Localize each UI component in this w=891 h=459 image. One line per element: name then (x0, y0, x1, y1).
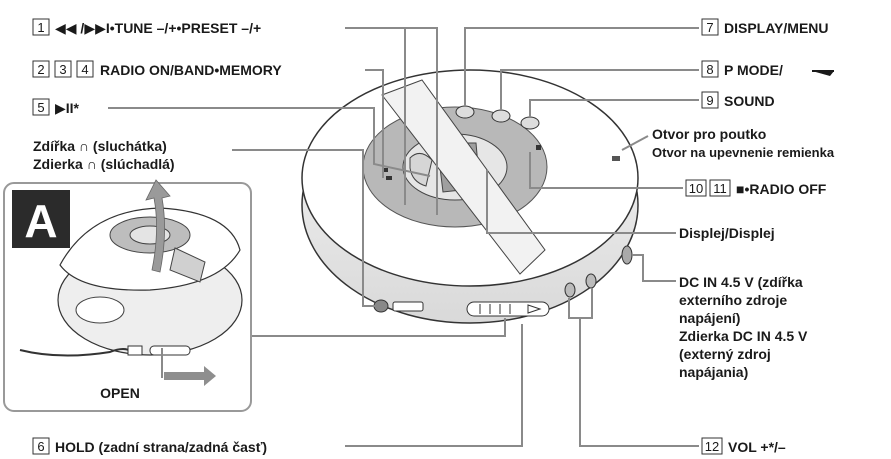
callout-6: 6 HOLD (zadní strana/zadná časť) (32, 437, 267, 455)
callout-9: 9 SOUND (701, 91, 775, 109)
leader-lines (108, 27, 699, 447)
headphone-label: Zdířka ∩ (sluchátka) Zdierka ∩ (slúchadl… (33, 138, 175, 172)
dc-in-jack (621, 245, 633, 265)
slide-arrow (164, 366, 216, 386)
callout-1-number: 1 (37, 20, 44, 35)
callout-5: 5 ▶II* (32, 98, 80, 116)
strap-label-sk: Otvor na upevnenie remienka (652, 145, 835, 160)
p-mode-button[interactable] (491, 109, 511, 123)
headphone-label-sk: Zdierka ∩ (slúchadlá) (33, 156, 175, 172)
repeat-icon (812, 70, 834, 76)
headphone-jack (373, 299, 389, 313)
inset-a: A OPEN (3, 179, 252, 412)
callout-1: 1 ◀◀ /▶▶I•TUNE –/+•PRESET –/+ (32, 18, 261, 36)
inset-letter-box (12, 190, 70, 248)
callout-10-text: ■•RADIO OFF (736, 181, 827, 197)
callout-2-text: RADIO ON/BAND•MEMORY (100, 62, 282, 78)
dc-in-line-2: externího zdroje (679, 292, 787, 308)
callout-10-11: 10 11 ■•RADIO OFF (685, 179, 827, 197)
callout-6-text: HOLD (zadní strana/zadná časť) (55, 439, 267, 455)
callout-5-number: 5 (37, 100, 44, 115)
callout-9-number: 9 (706, 93, 713, 108)
callout-2-3-4: 2 3 4 RADIO ON/BAND•MEMORY (32, 60, 282, 78)
strap-label: Otvor pro poutko Otvor na upevnenie remi… (652, 126, 835, 160)
callout-7: 7 DISPLAY/MENU (701, 18, 829, 36)
display-menu-button[interactable] (455, 105, 475, 119)
dc-in-line-1: DC IN 4.5 V (zdířka (679, 274, 803, 290)
callout-7-number: 7 (706, 20, 713, 35)
callout-3-number: 3 (59, 62, 66, 77)
dc-in-line-3: napájení) (679, 310, 740, 326)
display-label: Displej/Displej (679, 225, 775, 241)
callout-12-number: 12 (705, 439, 719, 454)
callout-12: 12 VOL +*/– (701, 437, 786, 455)
vol-plus-button[interactable] (564, 282, 576, 298)
dc-in-line-5: (externý zdroj (679, 346, 771, 362)
sound-button[interactable] (520, 116, 540, 130)
callout-8: 8 P MODE/ (701, 60, 834, 78)
callout-12-text: VOL +*/– (728, 439, 786, 455)
callout-2-number: 2 (37, 62, 44, 77)
open-direction-arrow (145, 179, 171, 273)
inset-letter: A (24, 195, 57, 247)
callout-7-text: DISPLAY/MENU (724, 20, 829, 36)
callout-9-text: SOUND (724, 93, 775, 109)
vol-minus-button[interactable] (585, 273, 597, 289)
hold-switch[interactable] (466, 301, 550, 317)
callout-1-text: ◀◀ /▶▶I•TUNE –/+•PRESET –/+ (55, 20, 261, 36)
lid-band (381, 79, 546, 275)
callout-8-number: 8 (706, 62, 713, 77)
callout-11-number: 11 (713, 181, 727, 196)
callout-6-number: 6 (37, 439, 44, 454)
strap-label-cz: Otvor pro poutko (652, 126, 766, 142)
open-label: OPEN (100, 385, 140, 401)
dc-in-line-6: napájania) (679, 364, 748, 380)
headphone-label-cz: Zdířka ∩ (sluchátka) (33, 138, 167, 154)
dc-in-label: DC IN 4.5 V (zdířka externího zdroje nap… (679, 274, 808, 380)
callout-5-text: ▶II* (55, 100, 80, 116)
callout-4-number: 4 (81, 62, 88, 77)
callout-8-text: P MODE/ (724, 62, 783, 78)
dc-in-line-4: Zdierka DC IN 4.5 V (679, 328, 808, 344)
callout-10-number: 10 (689, 181, 703, 196)
